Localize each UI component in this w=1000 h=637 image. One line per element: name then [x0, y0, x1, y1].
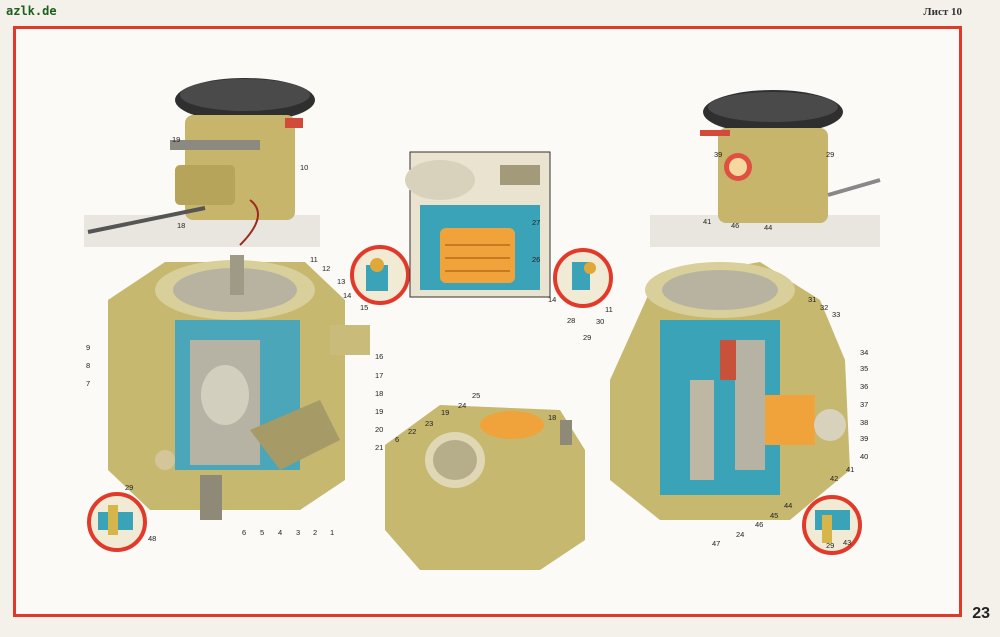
callout-label: 44 — [784, 501, 792, 510]
callout-label: 31 — [808, 295, 816, 304]
callout-label: 22 — [408, 427, 416, 436]
top-left-installed-view — [84, 78, 320, 247]
callout-label: 27 — [532, 218, 540, 227]
page-number: 23 — [972, 605, 990, 622]
callout-label: 18 — [375, 389, 383, 398]
callout-label: 5 — [260, 528, 264, 537]
callout-label: 35 — [860, 364, 868, 373]
callout-label: 39 — [714, 150, 722, 159]
callout-label: 2 — [313, 528, 317, 537]
site-watermark: azlk.de — [6, 4, 57, 18]
callout-label: 21 — [375, 443, 383, 452]
callout-label: 30 — [596, 317, 604, 326]
callout-label: 41 — [703, 217, 711, 226]
callout-label: 14 — [343, 291, 351, 300]
callout-label: 11 — [310, 255, 318, 264]
callouts-top-left: 19 10 18 — [172, 135, 308, 230]
callout-label: 15 — [360, 303, 368, 312]
callout-label: 39 — [860, 434, 868, 443]
callout-label: 29 — [125, 483, 133, 492]
callout-label: 10 — [300, 163, 308, 172]
fuel-filter-inset — [405, 151, 551, 298]
callout-label: 44 — [764, 223, 772, 232]
callout-label: 4 — [278, 528, 282, 537]
callout-label: 45 — [770, 511, 778, 520]
callout-label: 3 — [296, 528, 300, 537]
callout-label: 37 — [860, 400, 868, 409]
callouts-right-cutaway: 11 30 29 31 32 33 34 35 36 37 38 39 40 4… — [583, 295, 868, 548]
callout-label: 26 — [532, 255, 540, 264]
callout-label: 29 — [583, 333, 591, 342]
right-detail-inset — [802, 495, 862, 555]
callouts-left-inset: 29 48 — [125, 483, 156, 543]
callout-label: 19 — [172, 135, 180, 144]
left-detail-inset — [87, 492, 147, 552]
callout-label: 6 — [395, 435, 399, 444]
callouts-left-cutaway: 11 12 13 14 15 16 17 18 19 20 21 9 8 7 6… — [86, 255, 383, 537]
callout-label: 7 — [86, 379, 90, 388]
callout-label: 24 — [458, 401, 466, 410]
callout-label: 1 — [330, 528, 334, 537]
callout-label: 46 — [731, 221, 739, 230]
callout-label: 47 — [712, 539, 720, 548]
callout-label: 38 — [860, 418, 868, 427]
callout-label: 12 — [322, 264, 330, 273]
callout-label: 41 — [846, 465, 854, 474]
callout-label: 13 — [337, 277, 345, 286]
top-right-installed-view — [650, 90, 881, 247]
callout-label: 17 — [375, 371, 383, 380]
center-detail-inset — [553, 248, 613, 308]
callout-label: 25 — [472, 391, 480, 400]
callout-label: 6 — [242, 528, 246, 537]
callout-label: 18 — [177, 221, 185, 230]
callout-label: 33 — [832, 310, 840, 319]
callout-label: 42 — [830, 474, 838, 483]
callout-label: 19 — [441, 408, 449, 417]
callout-label: 24 — [736, 530, 744, 539]
callout-label: 20 — [375, 425, 383, 434]
callout-label: 48 — [148, 534, 156, 543]
callout-label: 8 — [86, 361, 90, 370]
callouts-top-right: 39 29 41 46 44 — [703, 150, 834, 232]
callout-label: 34 — [860, 348, 868, 357]
callouts-right-inset: 29 43 — [826, 538, 851, 550]
callout-label: 23 — [425, 419, 433, 428]
callout-label: 16 — [375, 352, 383, 361]
callout-label: 19 — [375, 407, 383, 416]
callout-label: 43 — [843, 538, 851, 547]
callout-label: 9 — [86, 343, 90, 352]
callout-label: 11 — [605, 305, 613, 314]
callout-label: 36 — [860, 382, 868, 391]
callouts-center-small-inset: 14 28 — [548, 295, 575, 325]
callout-label: 29 — [826, 541, 834, 550]
callout-label: 18 — [548, 413, 556, 422]
callout-label: 29 — [826, 150, 834, 159]
sheet-title: Лист 10 — [923, 6, 962, 18]
callout-label: 14 — [548, 295, 556, 304]
callout-label: 32 — [820, 303, 828, 312]
throttle-body-base — [385, 405, 585, 570]
right-cutaway-carburetor — [610, 262, 850, 520]
callout-label: 28 — [567, 316, 575, 325]
upper-left-detail-inset — [350, 245, 410, 305]
left-cutaway-carburetor — [108, 255, 370, 520]
callout-label: 46 — [755, 520, 763, 529]
callouts-center-base: 25 24 19 23 22 6 18 — [395, 391, 556, 444]
callouts-filter-inset: 27 26 — [532, 218, 540, 264]
callout-label: 40 — [860, 452, 868, 461]
